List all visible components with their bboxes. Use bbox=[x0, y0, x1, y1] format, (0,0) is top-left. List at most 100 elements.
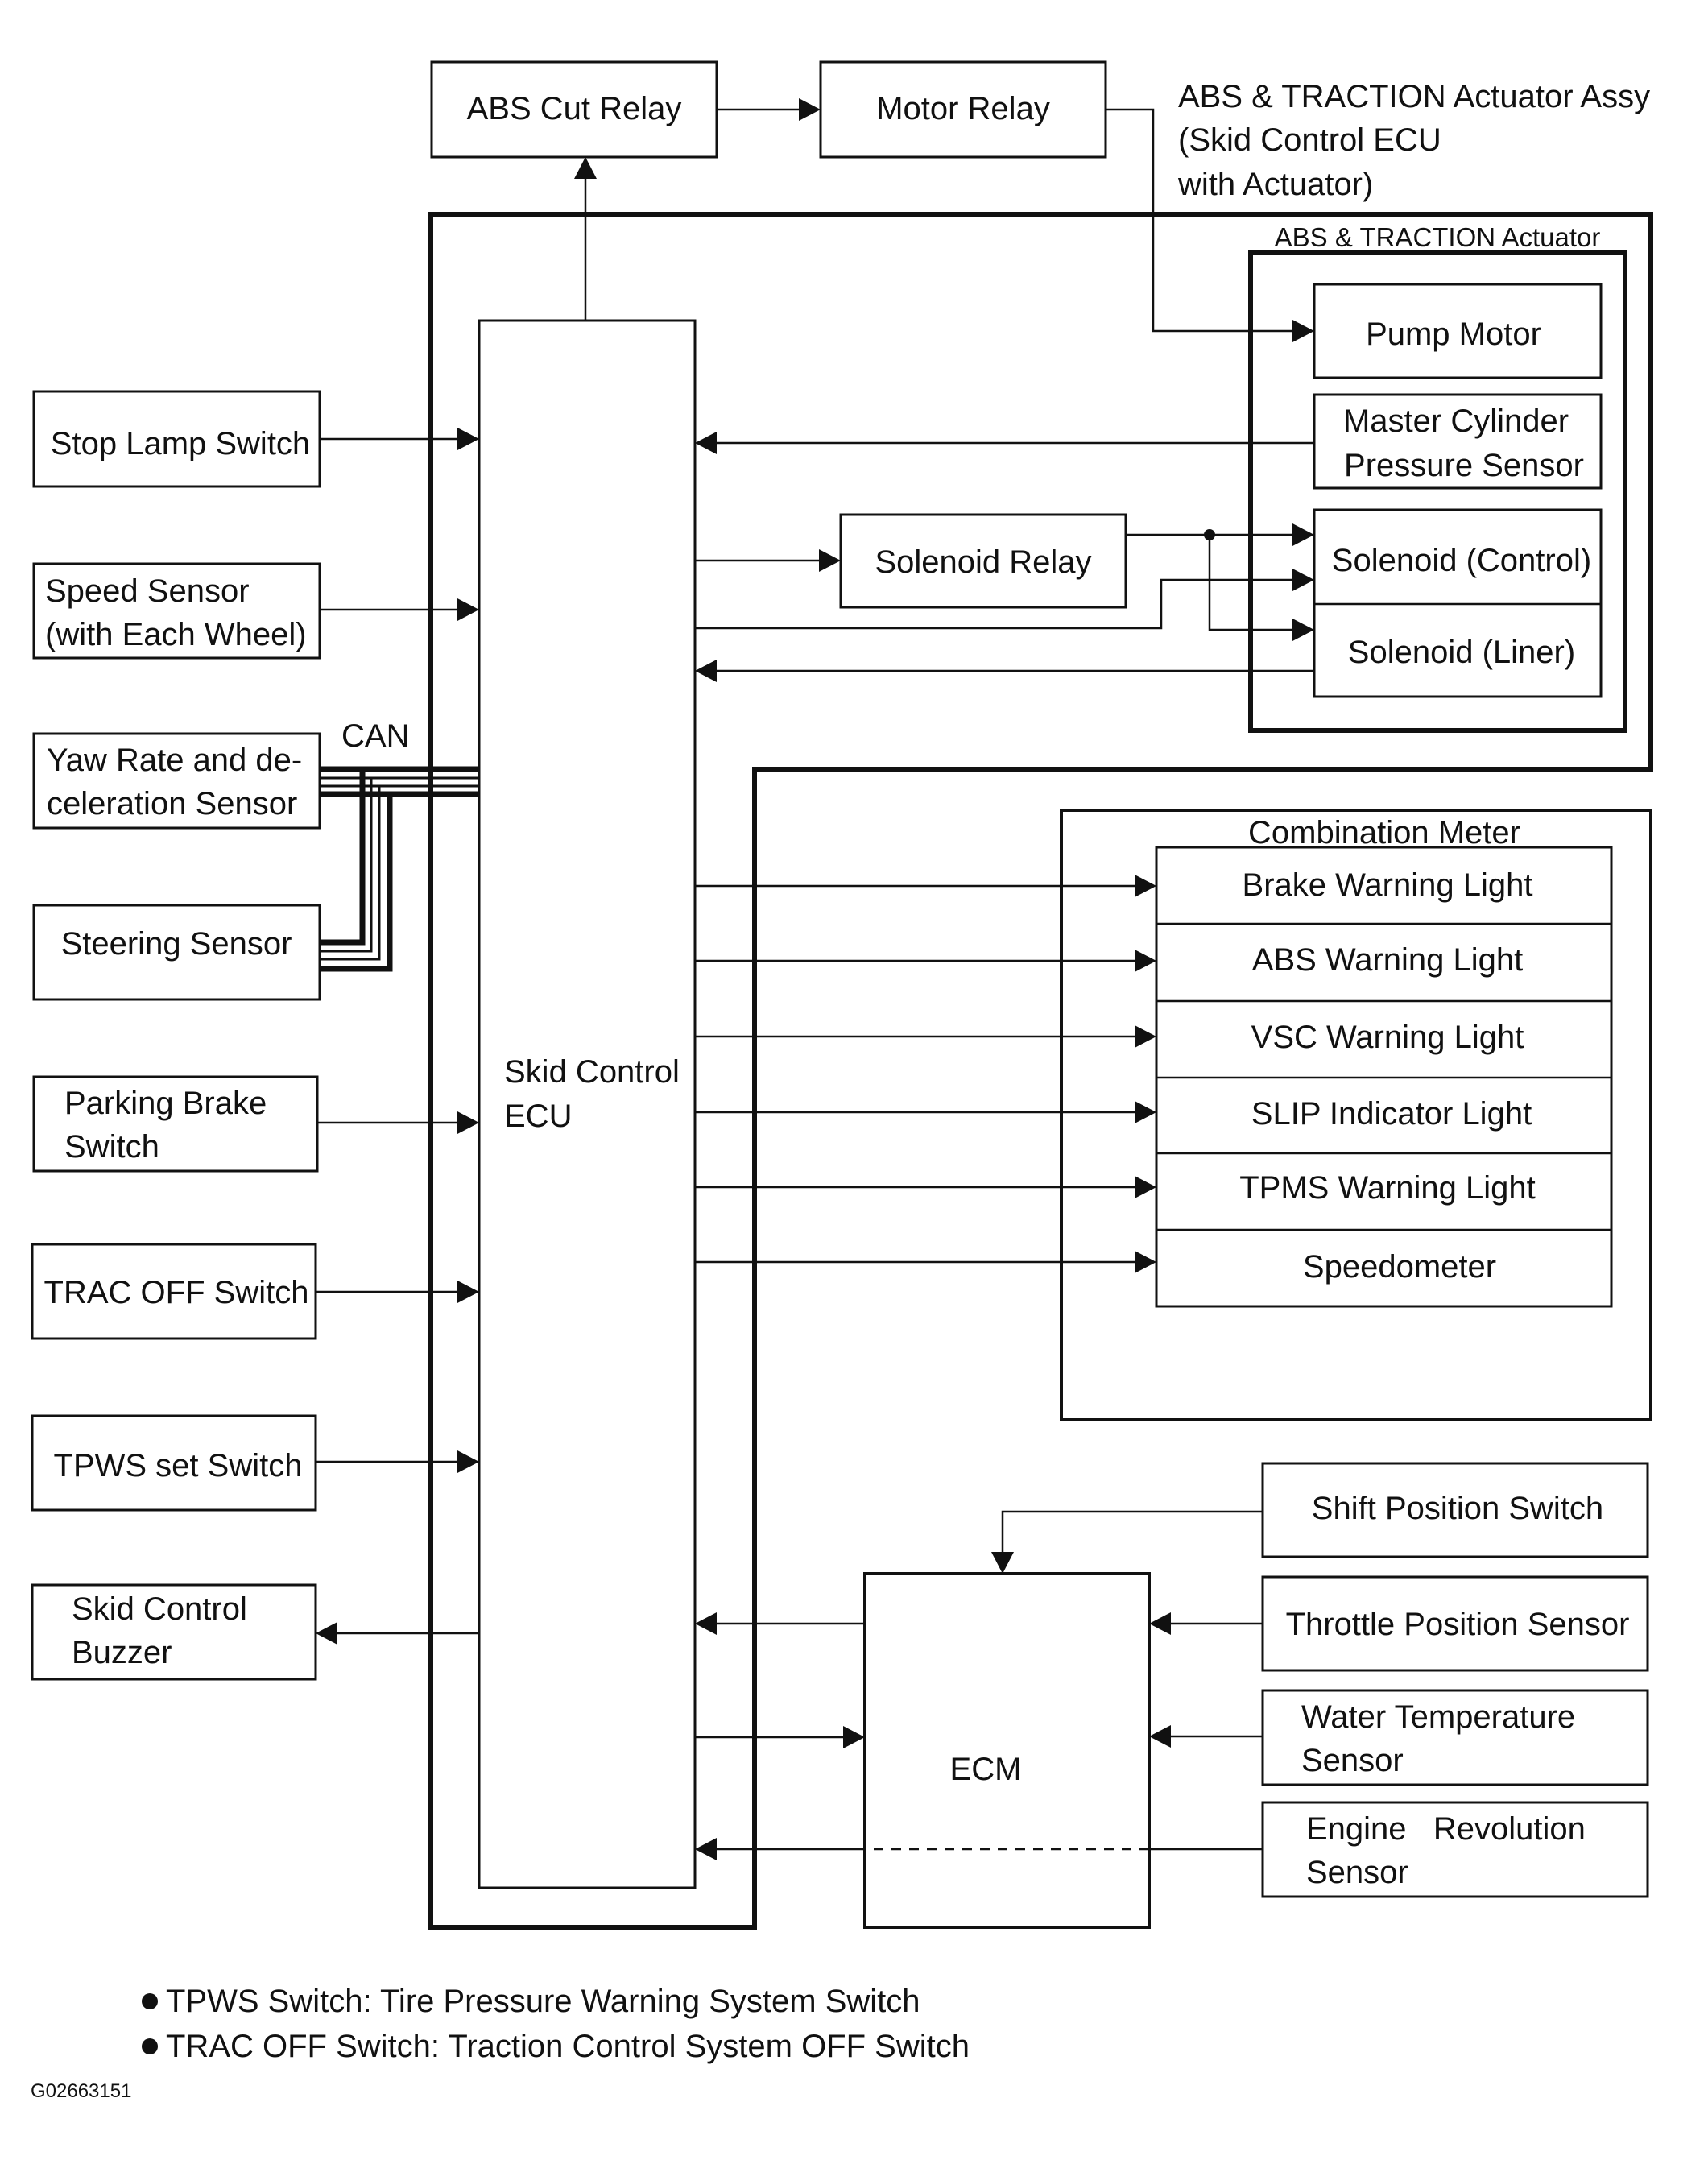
note-trac-off: TRAC OFF Switch: Traction Control System… bbox=[166, 2029, 970, 2064]
motor-relay-label: Motor Relay bbox=[876, 91, 1050, 126]
engine-revolution-line1: Engine Revolution bbox=[1306, 1811, 1586, 1847]
actuator-frame bbox=[1248, 250, 1627, 733]
arrow-relay-to-solenoid-control bbox=[1292, 523, 1314, 546]
can-bus bbox=[320, 766, 479, 972]
parking-brake-line1: Parking Brake bbox=[64, 1086, 267, 1121]
ecm-label: ECM bbox=[950, 1752, 1022, 1787]
figure-code: G02663151 bbox=[31, 2080, 131, 2102]
actuator-title: ABS & TRACTION Actuator bbox=[1275, 222, 1601, 252]
engine-revolution-line2: Sensor bbox=[1306, 1855, 1408, 1890]
water-temperature-line2: Sensor bbox=[1301, 1743, 1404, 1778]
wire-motor-relay-to-pump bbox=[1106, 108, 1295, 333]
water-temperature-sensor-block: Water Temperature Sensor bbox=[1261, 1689, 1649, 1786]
engine-revolution-sensor-block: Engine Revolution Sensor bbox=[1261, 1801, 1649, 1898]
bullet-1 bbox=[142, 1993, 158, 2009]
actuator-assy-line2: (Skid Control ECU bbox=[1178, 122, 1441, 158]
solenoid-relay-block: Solenoid Relay bbox=[839, 513, 1127, 609]
footnotes: TPWS Switch: Tire Pressure Warning Syste… bbox=[142, 1984, 970, 2064]
skid-control-ecu-block: Skid Control ECU bbox=[478, 319, 697, 1889]
meter-tpms-warning-light: TPMS Warning Light bbox=[1239, 1170, 1536, 1206]
arrow-tpws-to-ecu bbox=[457, 1450, 479, 1473]
abs-cut-relay-block: ABS Cut Relay bbox=[430, 60, 718, 159]
stop-lamp-switch-label: Stop Lamp Switch bbox=[51, 426, 310, 461]
abs-cut-relay-label: ABS Cut Relay bbox=[467, 91, 682, 126]
master-cylinder-block: Master Cylinder Pressure Sensor bbox=[1313, 393, 1603, 490]
arrow-to-pump-motor bbox=[1292, 320, 1314, 342]
actuator-assy-caption: ABS & TRACTION Actuator Assy (Skid Contr… bbox=[1177, 79, 1650, 202]
steering-sensor-label: Steering Sensor bbox=[61, 926, 292, 962]
arrow-stop-lamp-to-ecu bbox=[457, 428, 479, 450]
skid-control-buzzer-block: Skid Control Buzzer bbox=[31, 1583, 317, 1681]
combination-meter-title: Combination Meter bbox=[1248, 815, 1520, 850]
meter-items: Brake Warning Light ABS Warning Light VS… bbox=[1155, 846, 1613, 1308]
arrow-shift-to-ecm bbox=[991, 1552, 1014, 1574]
arrow-water-temp-to-ecm bbox=[1149, 1725, 1171, 1748]
tpws-set-switch-label: TPWS set Switch bbox=[54, 1448, 303, 1483]
arrow-throttle-to-ecm bbox=[1149, 1612, 1171, 1635]
shift-position-switch-label: Shift Position Switch bbox=[1312, 1491, 1603, 1526]
actuator-assy-line1: ABS & TRACTION Actuator Assy bbox=[1178, 79, 1650, 114]
master-cylinder-line1: Master Cylinder bbox=[1343, 403, 1569, 439]
arrow-parking-brake-to-ecu bbox=[457, 1111, 479, 1134]
arrow-ecu-to-ecm bbox=[843, 1726, 865, 1748]
pump-motor-label: Pump Motor bbox=[1366, 317, 1541, 352]
meter-slip-indicator-light: SLIP Indicator Light bbox=[1251, 1096, 1532, 1132]
actuator-assy-frame bbox=[428, 212, 1653, 1930]
ecm-block: ECM bbox=[863, 1572, 1151, 1929]
speed-sensor-line2: (with Each Wheel) bbox=[45, 617, 307, 652]
arrow-to-abs-cut-relay bbox=[574, 157, 597, 179]
throttle-position-sensor-block: Throttle Position Sensor bbox=[1261, 1575, 1649, 1672]
shift-position-switch-block: Shift Position Switch bbox=[1261, 1462, 1649, 1558]
solenoid-block: Solenoid (Control) Solenoid (Liner) bbox=[1313, 508, 1603, 698]
speed-sensor-block: Speed Sensor (with Each Wheel) bbox=[32, 562, 321, 660]
solenoid-relay-label: Solenoid Relay bbox=[875, 544, 1091, 580]
arrow-ecu-to-solenoid-control bbox=[1292, 569, 1314, 591]
skid-control-ecu-line2: ECU bbox=[504, 1099, 572, 1134]
can-label: CAN bbox=[341, 718, 409, 754]
meter-speedometer: Speedometer bbox=[1303, 1249, 1496, 1285]
arrow-ecm-to-ecu bbox=[695, 1612, 717, 1635]
throttle-position-sensor-label: Throttle Position Sensor bbox=[1286, 1607, 1630, 1642]
parking-brake-switch-block: Parking Brake Switch bbox=[32, 1075, 319, 1173]
meter-vsc-warning-light: VSC Warning Light bbox=[1251, 1020, 1524, 1055]
master-cylinder-line2: Pressure Sensor bbox=[1344, 448, 1584, 483]
skid-control-buzzer-line1: Skid Control bbox=[72, 1591, 247, 1627]
trac-off-switch-label: TRAC OFF Switch bbox=[44, 1275, 309, 1310]
arrow-engine-rev-to-ecu bbox=[695, 1838, 717, 1860]
steering-sensor-block: Steering Sensor bbox=[32, 904, 321, 1001]
motor-relay-block: Motor Relay bbox=[819, 60, 1107, 159]
note-tpws: TPWS Switch: Tire Pressure Warning Syste… bbox=[166, 1984, 920, 2019]
arrow-to-solenoid-relay bbox=[819, 549, 841, 572]
arrow-ecu-to-buzzer bbox=[316, 1622, 337, 1645]
bullet-2 bbox=[142, 2038, 158, 2054]
arrow-speed-sensor-to-ecu bbox=[457, 598, 479, 621]
speed-sensor-line1: Speed Sensor bbox=[45, 573, 250, 609]
solenoid-liner-label: Solenoid (Liner) bbox=[1348, 635, 1575, 670]
skid-control-ecu-line1: Skid Control bbox=[504, 1054, 680, 1090]
wire-ecu-to-solenoid-control bbox=[695, 578, 1295, 630]
solenoid-control-label: Solenoid (Control) bbox=[1332, 543, 1591, 578]
stop-lamp-switch-block: Stop Lamp Switch bbox=[32, 390, 321, 488]
ecu-to-meter-wires bbox=[695, 875, 1156, 1273]
arrow-solenoid-to-ecu bbox=[695, 660, 717, 682]
wire-relay-to-solenoid-liner bbox=[1208, 535, 1295, 631]
actuator-assy-line3: with Actuator) bbox=[1177, 167, 1373, 202]
yaw-rate-sensor-block: Yaw Rate and de- celeration Sensor bbox=[32, 732, 321, 830]
wire-shift-to-ecm bbox=[1001, 1510, 1263, 1554]
parking-brake-line2: Switch bbox=[64, 1129, 159, 1165]
tpws-set-switch-block: TPWS set Switch bbox=[31, 1414, 317, 1512]
arrow-master-cylinder-to-ecu bbox=[695, 432, 717, 454]
pump-motor-block: Pump Motor bbox=[1313, 283, 1603, 379]
combination-meter-frame bbox=[1060, 809, 1652, 1421]
trac-off-switch-block: TRAC OFF Switch bbox=[31, 1243, 317, 1340]
meter-brake-warning-light: Brake Warning Light bbox=[1243, 867, 1533, 903]
yaw-rate-sensor-line2: celeration Sensor bbox=[47, 786, 297, 821]
water-temperature-line1: Water Temperature bbox=[1301, 1699, 1575, 1735]
arrow-trac-off-to-ecu bbox=[457, 1281, 479, 1303]
arrow-relay-to-solenoid-liner bbox=[1292, 619, 1314, 641]
skid-control-buzzer-line2: Buzzer bbox=[72, 1635, 172, 1670]
arrow-to-motor-relay bbox=[799, 98, 821, 121]
meter-abs-warning-light: ABS Warning Light bbox=[1252, 942, 1523, 978]
yaw-rate-sensor-line1: Yaw Rate and de- bbox=[47, 743, 302, 778]
